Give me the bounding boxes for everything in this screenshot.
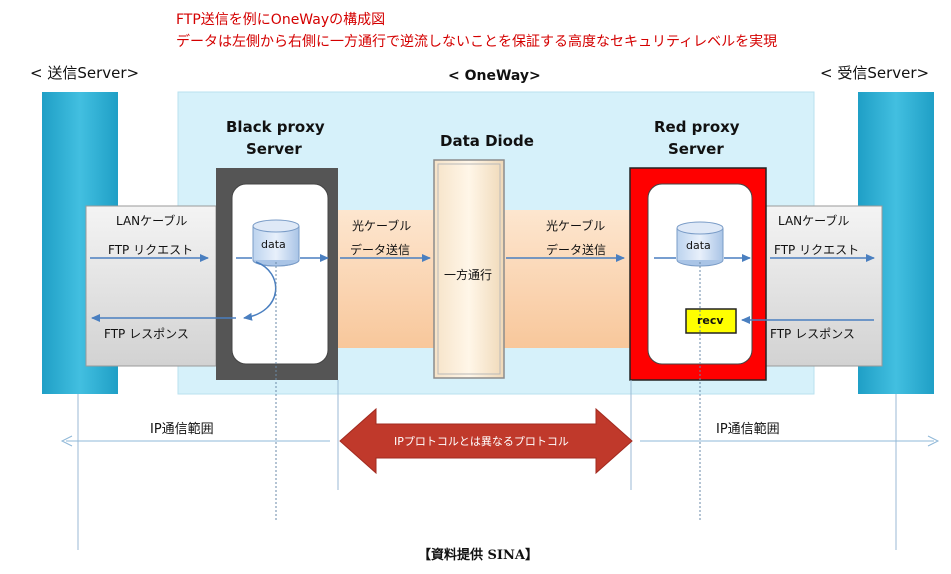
black-db-cylinder bbox=[252, 219, 300, 267]
right-lan-cable: LANケーブル bbox=[778, 214, 850, 228]
red-proxy-title-2: Server bbox=[668, 140, 724, 158]
diode-flow-label: 一方通行 bbox=[444, 268, 493, 282]
black-proxy-title-2: Server bbox=[246, 140, 302, 158]
black-db-label: data bbox=[261, 238, 286, 251]
protocol-arrow-label: IPプロトコルとは異なるプロトコル bbox=[394, 435, 569, 448]
ip-range-right: IP通信範囲 bbox=[716, 422, 780, 437]
recv-server-label: < 受信Server> bbox=[820, 64, 930, 82]
optical-band-left bbox=[338, 210, 434, 348]
red-proxy-title-1: Red proxy bbox=[654, 118, 740, 136]
title-line-2: データは左側から右側に一方通行で逆流しないことを保証する高度なセキュリティレベル… bbox=[176, 34, 778, 50]
recv-label: recv bbox=[697, 314, 724, 327]
left-lan-panel bbox=[85, 205, 217, 367]
left-lan-request: FTP リクエスト bbox=[108, 243, 194, 257]
send-server-label: < 送信Server> bbox=[30, 64, 140, 82]
optical-right-cable: 光ケーブル bbox=[546, 219, 606, 233]
optical-left-cable: 光ケーブル bbox=[352, 219, 412, 233]
title-line-1: FTP送信を例にOneWayの構成図 bbox=[176, 12, 386, 28]
ip-range-left: IP通信範囲 bbox=[150, 422, 214, 437]
data-diode-box bbox=[433, 159, 505, 379]
black-proxy-title-1: Black proxy bbox=[226, 118, 325, 136]
protocol-arrow bbox=[339, 407, 633, 475]
red-db-label: data bbox=[686, 239, 711, 252]
black-proxy-inner bbox=[231, 183, 329, 365]
optical-band-right bbox=[504, 210, 630, 348]
source-credit: 【資料提供 SINA】 bbox=[418, 548, 538, 563]
data-diode-title: Data Diode bbox=[440, 132, 534, 150]
right-lan-request: FTP リクエスト bbox=[774, 243, 860, 257]
right-lan-panel bbox=[765, 205, 883, 367]
right-lan-response: FTP レスポンス bbox=[770, 327, 855, 341]
recv-box bbox=[685, 308, 737, 334]
left-lan-response: FTP レスポンス bbox=[104, 327, 189, 341]
red-db-cylinder bbox=[676, 221, 724, 267]
left-lan-cable: LANケーブル bbox=[116, 214, 188, 228]
optical-right-send: データ送信 bbox=[546, 243, 607, 257]
optical-left-send: データ送信 bbox=[350, 243, 411, 257]
oneway-label: < OneWay> bbox=[448, 68, 541, 84]
